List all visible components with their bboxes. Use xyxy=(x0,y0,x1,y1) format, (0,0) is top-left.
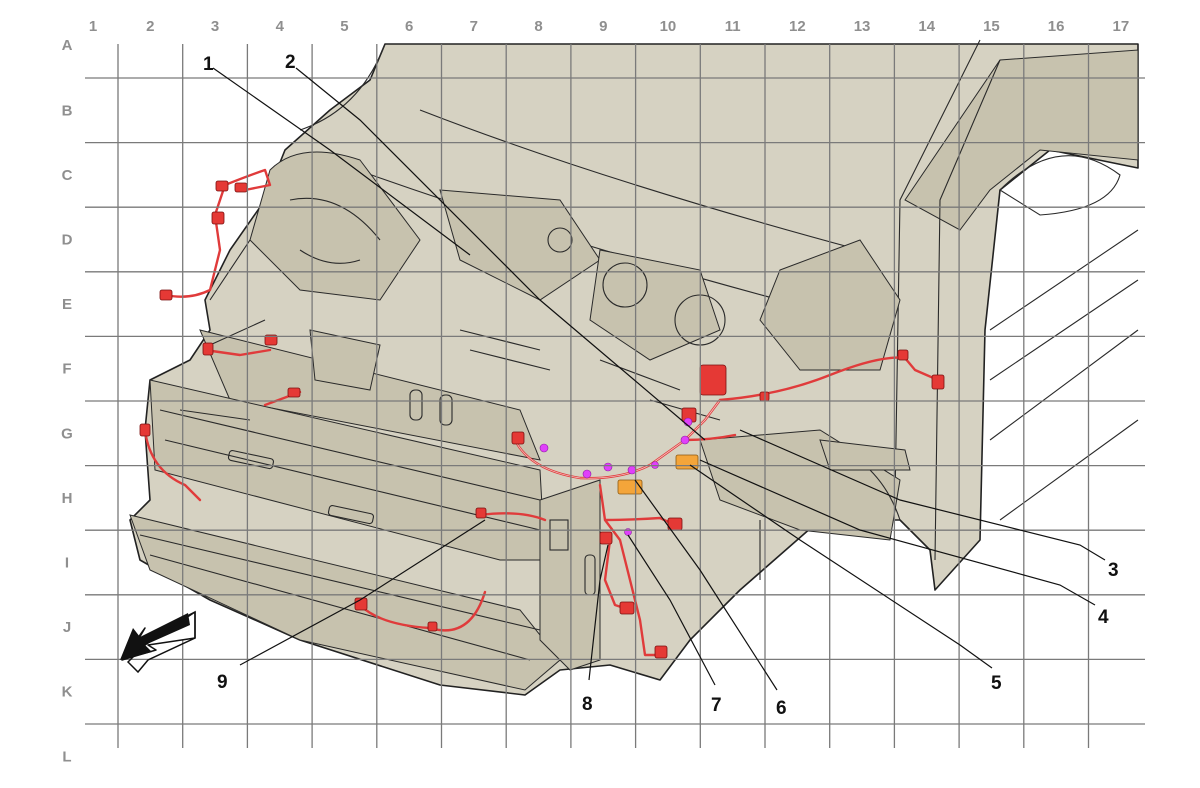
leader-8 xyxy=(588,544,609,681)
grid-column-label: 1 xyxy=(89,18,97,35)
callout-3: 3 xyxy=(1108,560,1119,581)
leader-2 xyxy=(295,67,706,441)
front-wiring-harness xyxy=(139,168,945,659)
callout-8: 8 xyxy=(582,694,593,715)
leader-3 xyxy=(739,429,1106,561)
callout-leaders xyxy=(212,67,1106,691)
grid-row-label: B xyxy=(62,102,73,119)
grid-column-label: 13 xyxy=(854,18,871,35)
reference-grid xyxy=(85,44,1145,748)
grid-column-label: 8 xyxy=(534,18,542,35)
grid-row-label: K xyxy=(62,684,73,701)
callout-1: 1 xyxy=(203,54,214,75)
callout-9: 9 xyxy=(217,672,228,693)
leader-4 xyxy=(699,459,1096,606)
front-direction-arrow-icon xyxy=(120,610,196,674)
grid-row-label: G xyxy=(61,425,73,442)
callout-7: 7 xyxy=(711,695,722,716)
callout-6: 6 xyxy=(776,698,787,719)
leader-9 xyxy=(239,519,486,666)
grid-row-label: I xyxy=(65,555,69,572)
grid-column-label: 12 xyxy=(789,18,806,35)
grid-column-label: 9 xyxy=(599,18,607,35)
callout-labels: 1 2 3 4 5 6 7 8 9 xyxy=(203,52,1119,719)
grid-row-label: F xyxy=(62,361,71,378)
callout-2: 2 xyxy=(285,52,296,73)
grid-row-label: C xyxy=(62,167,73,184)
leader-6 xyxy=(634,479,778,691)
grid-row-label: L xyxy=(62,748,71,765)
grid-row-label: D xyxy=(62,232,73,249)
grid-column-label: 4 xyxy=(276,18,285,35)
grid-column-label: 15 xyxy=(983,18,1000,35)
grid-column-label: 5 xyxy=(340,18,348,35)
grid-row-labels: A B C D E F G H I J K L xyxy=(61,37,73,765)
callout-5: 5 xyxy=(991,673,1002,694)
grid-column-label: 11 xyxy=(725,18,741,35)
leader-5 xyxy=(689,464,993,669)
grid-row-label: H xyxy=(62,490,73,507)
grid-row-label: E xyxy=(62,296,72,313)
grid-column-label: 16 xyxy=(1048,18,1065,35)
grid-column-label: 3 xyxy=(211,18,219,35)
grid-column-label: 2 xyxy=(146,18,154,35)
grid-column-label: 6 xyxy=(405,18,413,35)
grid-row-label: J xyxy=(63,619,71,636)
leader-1 xyxy=(212,67,471,256)
grid-column-label: 14 xyxy=(918,18,935,35)
callout-4: 4 xyxy=(1098,607,1109,628)
grid-column-label: 17 xyxy=(1113,18,1130,35)
grid-column-label: 10 xyxy=(660,18,677,35)
grid-row-label: A xyxy=(62,37,73,54)
leader-7 xyxy=(627,534,716,686)
grid-column-label: 7 xyxy=(470,18,478,35)
